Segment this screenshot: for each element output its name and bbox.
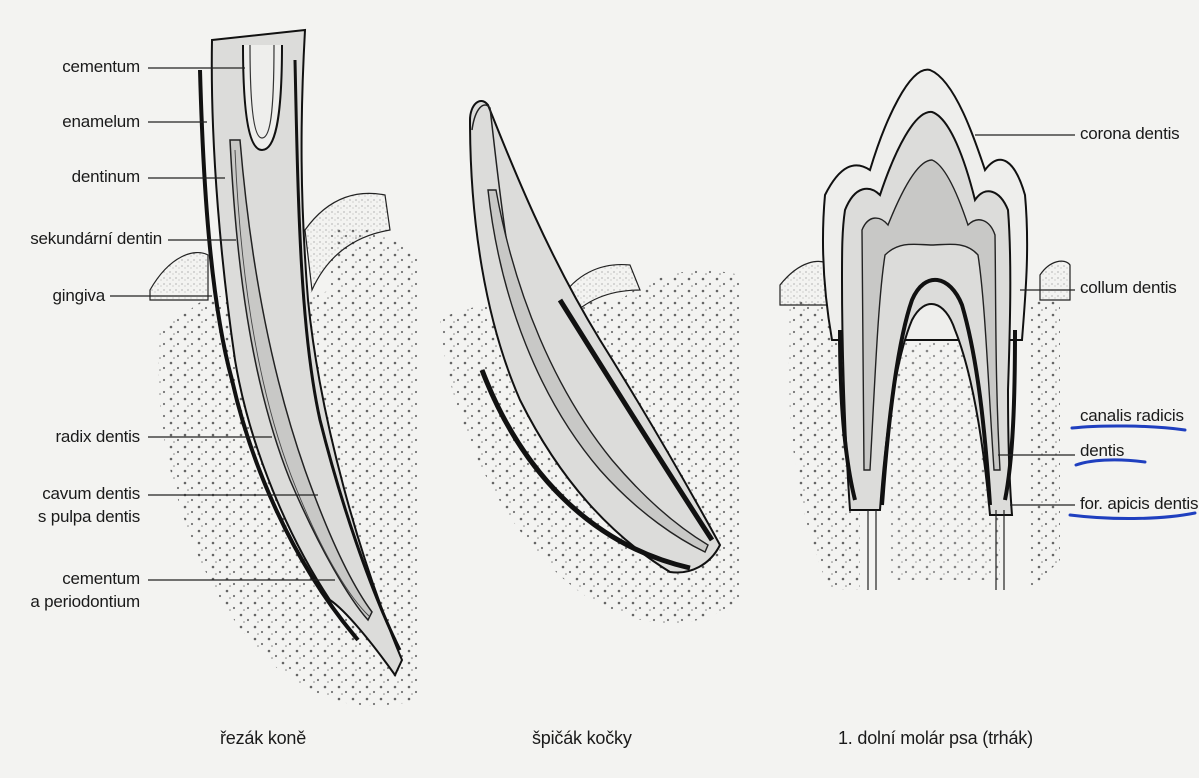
label-corona-dentis: corona dentis [1080, 123, 1179, 144]
horse-incisor-drawing [150, 30, 420, 705]
label-radix-dentis: radix dentis [20, 426, 140, 447]
cat-canine-drawing [440, 101, 740, 623]
label-gingiva: gingiva [30, 285, 105, 306]
label-dentinum: dentinum [30, 166, 140, 187]
label-cementum-periodontium-1: cementum [20, 568, 140, 589]
label-cementum: cementum [30, 56, 140, 77]
label-cavum-dentis: cavum dentis [20, 483, 140, 504]
caption-horse-incisor: řezák koně [220, 728, 306, 749]
label-collum-dentis: collum dentis [1080, 277, 1177, 298]
dog-molar-drawing [780, 70, 1070, 590]
label-pulpa-dentis: s pulpa dentis [20, 506, 140, 527]
label-canalis-radicis-dentis: dentis [1080, 440, 1124, 461]
bone-right-c [1030, 300, 1060, 590]
label-canalis-radicis: canalis radicis [1080, 405, 1184, 426]
caption-dog-molar: 1. dolní molár psa (trhák) [838, 728, 1033, 749]
caption-cat-canine: špičák kočky [532, 728, 632, 749]
label-for-apicis-dentis: for. apicis dentis [1080, 493, 1198, 514]
gingiva-left [150, 253, 208, 300]
label-sekundarni-dentin: sekundární dentin [2, 228, 162, 249]
label-enamelum: enamelum [30, 111, 140, 132]
label-cementum-periodontium-2: a periodontium [20, 591, 140, 612]
